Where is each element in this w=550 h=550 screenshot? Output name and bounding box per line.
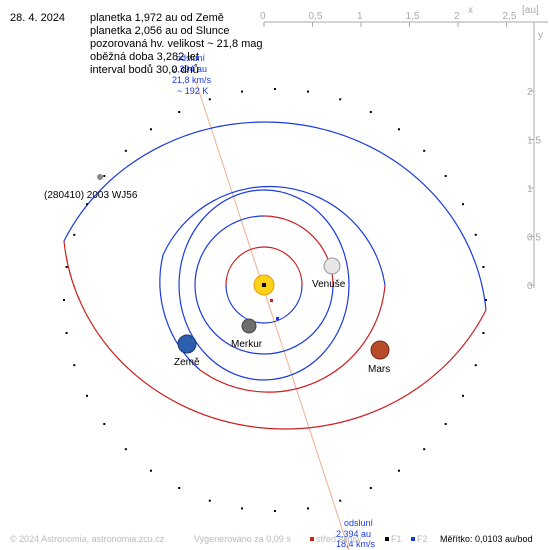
date-label: 28. 4. 2024 [10,12,66,24]
asteroid-orbit-point [274,510,276,512]
scale-label: Měřítko: 0,0103 au/bod [440,534,533,544]
asteroid-orbit-point [103,423,106,425]
aphelion-speed: 21,8 km/s [172,75,212,85]
asteroid-orbit-point [274,88,276,90]
asteroid-orbit-point [150,469,152,472]
asteroid-orbit-point [307,90,309,93]
mercury-icon [241,318,257,334]
asteroid-orbit-point [65,332,68,334]
earth-icon [177,334,197,354]
asteroid-orbit-point [63,299,65,301]
x-tick-label: 0 [260,11,266,22]
asteroid-orbit-point [474,364,477,367]
legend-center-marker [310,537,314,541]
y-tick-label: 2 [527,87,533,98]
asteroid-orbit-point [444,175,447,177]
asteroid-orbit-points [63,88,487,512]
asteroid-apsidal-line [195,81,350,550]
legend-f2: F2 [417,534,428,544]
asteroid-orbit-point [307,507,309,510]
x-tick-label: 0,5 [309,11,323,22]
legend-f2-marker [411,537,415,541]
x-tick-label: 2 [454,11,460,22]
legend-f1-marker [385,537,389,541]
asteroid-orbit-point [474,233,477,236]
info-magnitude: pozorovaná hv. velikost ~ 21,8 mag [90,38,263,50]
asteroid-orbit-point [73,233,76,236]
asteroid-orbit-point [485,299,487,301]
asteroid-orbit-point [339,98,342,101]
asteroid-orbit-point [73,364,76,367]
asteroid-orbit-point [482,332,485,334]
perihelion-distance: 2,394 au [336,529,371,539]
x-tick-label: 1,5 [406,11,420,22]
legend-center: střed elipsy [316,534,362,544]
asteroid-orbit-point [241,507,243,510]
y-axis-unit: y [538,30,543,41]
aphelion-temperature: ~ 192 K [177,86,208,96]
asteroid-label: (280410) 2003 WJ56 [44,190,138,201]
perihelion-label: odsluní [344,518,374,528]
asteroid-orbit-point [86,394,88,397]
earth-label: Země [174,357,200,368]
asteroid-orbit-point [208,98,211,101]
info-sun-distance: planetka 2,056 au od Slunce [90,25,230,37]
asteroid-orbit-point [398,128,400,131]
au-unit: [au] [522,5,539,16]
aphelion-distance: 2,394 au [172,64,207,74]
x-axis-ticks: 0 0,5 1 1,5 2 2,5 [260,11,517,27]
asteroid-orbit-point [150,128,152,131]
asteroid-orbit-point [178,487,181,489]
mercury-label: Merkur [231,339,263,350]
y-tick-label: 1 [527,184,533,195]
x-axis-unit: x [468,5,473,16]
perihelion-speed: 18,4 km/s [336,539,376,549]
asteroid-orbit-point [423,448,426,451]
asteroid-orbit-point [241,90,243,93]
mars-icon [370,340,390,360]
mars-label: Mars [368,364,390,375]
asteroid-orbit-point [444,423,447,425]
info-period: oběžná doba 3,282 let [90,51,199,63]
asteroid-orbit-point [86,203,88,206]
copyright-footer: © 2024 Astronomia, astronomia.zcu.cz [10,534,165,544]
asteroid-orbit-point [124,448,127,451]
generated-time: Vygenerováno za 0,09 s [194,534,291,544]
asteroid-orbit-point [178,111,181,113]
asteroid-orbit-point [482,266,485,268]
second-focus-marker [276,317,279,320]
y-tick-label: 1,5 [527,136,541,147]
venus-label: Venuše [312,279,346,290]
asteroid-orbit-point [339,499,342,502]
asteroid-orbit-point [103,175,106,177]
asteroid-orbit-point [369,111,372,113]
y-tick-label: 0 [527,281,533,292]
sun-focus-marker [262,283,266,287]
asteroid-orbit-point [462,203,464,206]
asteroid-orbit-point [369,487,372,489]
ellipse-center-marker [270,299,273,302]
legend-f1: F1 [391,534,402,544]
asteroid-orbit [63,121,487,430]
asteroid-orbit-point [462,394,464,397]
earth-orbit [178,189,350,381]
asteroid-orbit-point [398,469,400,472]
asteroid-orbit-point [124,149,127,152]
y-axis-ticks: 2 1,5 1 0,5 0 [527,87,541,292]
venus-icon [323,257,341,275]
mars-orbit [159,185,386,393]
asteroid-orbit-point [423,149,426,152]
info-earth-distance: planetka 1,972 au od Země [90,12,224,24]
aphelion-label: odsluní [176,53,206,63]
info-interval: interval bodů 30,0 dnů [90,64,199,76]
asteroid-orbit-point [208,499,211,502]
x-tick-label: 2,5 [503,11,517,22]
asteroid-orbit-point [65,266,68,268]
y-tick-label: 0,5 [527,233,541,244]
x-tick-label: 1 [357,11,363,22]
asteroid-icon [97,174,103,180]
mercury-orbit [225,246,303,324]
